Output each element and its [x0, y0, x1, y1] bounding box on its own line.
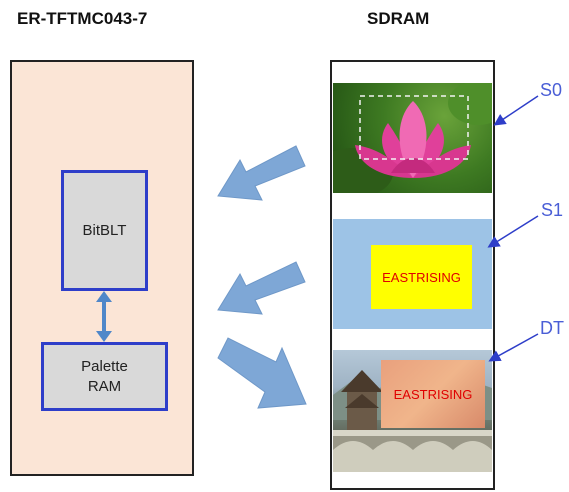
- dt-blended-overlay: EASTRISING: [381, 360, 485, 428]
- dt-eastrising-text: EASTRISING: [393, 386, 473, 402]
- bidirectional-arrow-icon: [96, 291, 112, 342]
- pointer-s1: [487, 215, 539, 248]
- label-s0: S0: [540, 80, 563, 100]
- right-title: SDRAM: [367, 9, 430, 28]
- bitblt-block: BitBLT: [61, 170, 148, 291]
- s0-lotus-image: [333, 83, 492, 193]
- palette-label-line2: RAM: [87, 377, 122, 395]
- block-arrow-dt-icon: [217, 337, 307, 409]
- palette-label-line1: Palette: [81, 357, 128, 375]
- lotus-flower-icon: [333, 83, 492, 193]
- label-dt: DT: [540, 318, 564, 338]
- block-arrow-s1-icon: [217, 261, 306, 315]
- label-s1: S1: [541, 200, 564, 220]
- bitblt-label: BitBLT: [82, 222, 127, 239]
- palette-ram-block: Palette RAM: [41, 342, 168, 411]
- s1-eastrising-box: EASTRISING: [371, 245, 472, 309]
- left-title: ER-TFTMC043-7: [17, 9, 148, 28]
- pointer-s0: [493, 95, 539, 126]
- s1-eastrising-text: EASTRISING: [382, 269, 461, 285]
- block-arrow-s0-icon: [217, 145, 306, 201]
- pointer-dt: [488, 333, 539, 362]
